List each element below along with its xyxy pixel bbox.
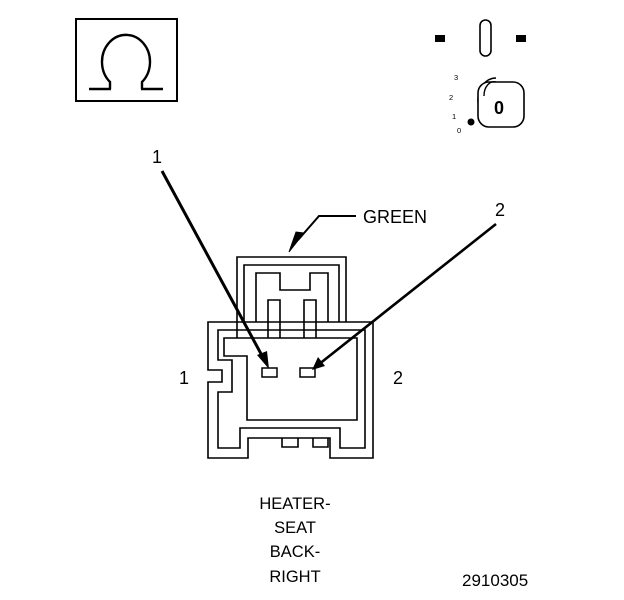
ohm-meter-symbol [75,18,178,102]
connector-color-label: GREEN [363,207,427,227]
ignition-position-3: 3 [454,73,458,82]
ignition-position-2: 2 [449,93,453,102]
connector [207,256,374,459]
key-label: 0 [494,98,504,118]
side-label-1: 1 [179,368,189,388]
ignition-indicator-left [435,35,445,42]
color-callout: GREEN [288,207,427,253]
connector-bottom-tab-1 [281,438,299,448]
connector-bottom-tab-2 [312,438,329,448]
terminal-1 [261,367,278,378]
figure-number: 2910305 [462,571,528,590]
connector-cavity [223,337,358,421]
ohm-icon [89,33,163,91]
ignition-slot [479,19,492,57]
pin-2-callout: 2 [312,200,505,370]
side-label-2: 2 [393,368,403,388]
ignition-position-1: 1 [452,112,456,121]
terminal-2 [299,367,316,378]
connector-latch [236,256,347,338]
caption-line-4: RIGHT [269,568,320,586]
key-head [477,81,525,128]
pin-1-callout-label: 1 [152,147,162,167]
caption-line-1: HEATER- [259,495,330,513]
pin-2-callout-label: 2 [495,200,505,220]
ohm-box [75,18,178,102]
ignition-indicator-right [516,35,526,42]
component-caption: HEATER- SEAT BACK- RIGHT [259,495,330,586]
ignition-pointer [467,118,475,126]
caption-line-2: SEAT [274,519,316,537]
connector-body-outer [207,321,374,459]
caption-line-3: BACK- [270,543,320,561]
ignition-key-icon: 0 3 2 1 0 [435,19,526,135]
ignition-position-0: 0 [457,126,461,135]
pin-1-callout: 1 [152,147,269,369]
